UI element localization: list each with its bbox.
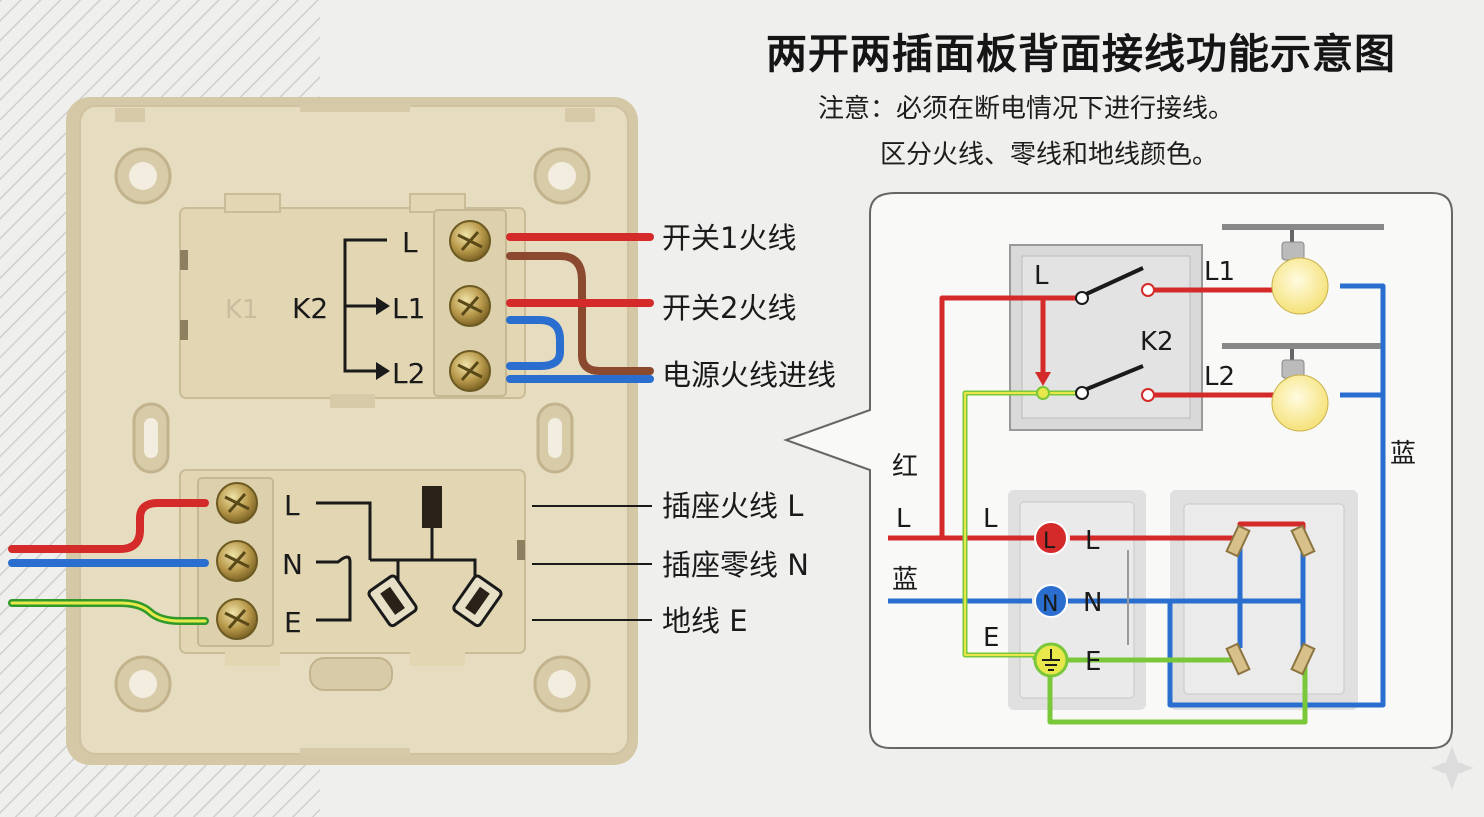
screw-icon [216, 598, 258, 640]
neutral-terminal-icon [1034, 584, 1068, 618]
module-label: K1 [225, 295, 259, 325]
screw-icon [449, 220, 491, 262]
screw-icon [216, 482, 258, 524]
callout-socket-live: 插座火线 L [662, 489, 803, 523]
socket-slot-icon [452, 574, 503, 628]
schematic-return-label: 蓝 [1390, 439, 1416, 469]
switch-wires [506, 233, 654, 383]
bulb-icon [1271, 230, 1329, 315]
sparkle-icon [1430, 746, 1474, 790]
live-terminal-letter: L [1043, 529, 1056, 554]
callout-switch1-live: 开关1火线 [662, 221, 796, 255]
socket-terminal-label: L [284, 489, 300, 522]
panel-back: K1 K2 L L1 L2 [8, 97, 654, 765]
schematic-red-wire-letter: L [896, 504, 911, 534]
switch-name-label: K2 [292, 292, 328, 325]
schematic-switch-name: K2 [1140, 327, 1174, 357]
note-power-off: 注意：必须在断电情况下进行接线。 [818, 94, 1235, 124]
schematic-socket-terminal: L [1085, 526, 1100, 556]
schematic-output-l2: L2 [1204, 362, 1235, 392]
schematic: L L K2 L1 L2 红 L 蓝 L E L N E 蓝 N [783, 192, 1453, 749]
schematic-socket-terminal: E [1085, 647, 1101, 677]
schematic-socket-live-outer: L [983, 504, 998, 534]
callout-leaders [532, 505, 652, 621]
callout-earth: 地线 E [662, 604, 748, 638]
callout-socket-neutral: 插座零线 N [662, 548, 809, 582]
earth-slot-icon [422, 486, 442, 528]
screw-icon [449, 285, 491, 327]
schematic-socket-terminal: N [1083, 588, 1102, 618]
socket-terminal-label: E [284, 606, 302, 639]
page-title: 两开两插面板背面接线功能示意图 [766, 30, 1396, 78]
switch-terminal-label: L [402, 226, 418, 259]
screw-icon [216, 540, 258, 582]
schematic-blue-wire-label: 蓝 [892, 565, 918, 595]
bulb-icon [1271, 349, 1329, 432]
schematic-red-wire-label: 红 [892, 452, 918, 482]
socket-wires [8, 499, 209, 625]
live-terminal-icon [1034, 521, 1068, 555]
schematic-output-l1: L1 [1204, 257, 1235, 287]
switch-terminal-label: L1 [392, 292, 425, 325]
switch-terminal-label: L2 [392, 357, 425, 390]
schematic-earth-label: E [983, 623, 999, 653]
earth-terminal-icon [1033, 642, 1069, 678]
socket-terminal-label: N [282, 548, 303, 581]
callout-switch2-live: 开关2火线 [662, 291, 796, 325]
screw-icon [449, 350, 491, 392]
callout-supply-live: 电源火线进线 [662, 358, 836, 392]
neutral-terminal-letter: N [1042, 592, 1058, 617]
schematic-switch-in-label: L [1034, 261, 1049, 291]
note-wire-colors: 区分火线、零线和地线颜色。 [880, 140, 1219, 170]
socket-slot-icon [367, 574, 418, 628]
